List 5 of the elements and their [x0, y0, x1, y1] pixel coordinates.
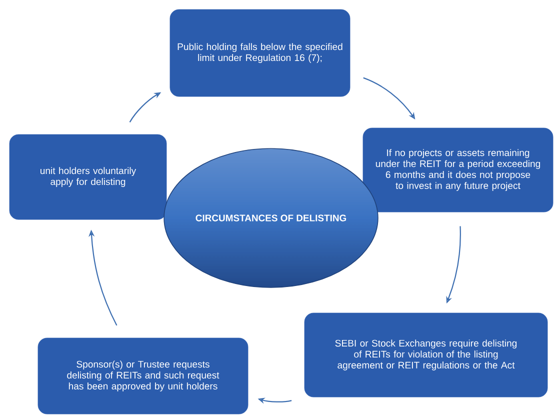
process-box: unit holders voluntarily apply for delisting: [9, 134, 167, 220]
process-box: Sponsor(s) or Trustee requests delisting of REITs and such request has been approved by unit holders: [38, 338, 248, 414]
process-box: SEBI or Stock Exchanges require delisting of REITs for violation of the listing agreement or REIT regulations or the Act: [304, 312, 548, 398]
process-box: Public holding falls below the specified limit under Regulation 16 (7);: [170, 9, 350, 97]
process-box: If no projects or assets remaining under the REIT for a period exceeding 6 months and it does not propose to invest in any future project: [362, 128, 554, 212]
